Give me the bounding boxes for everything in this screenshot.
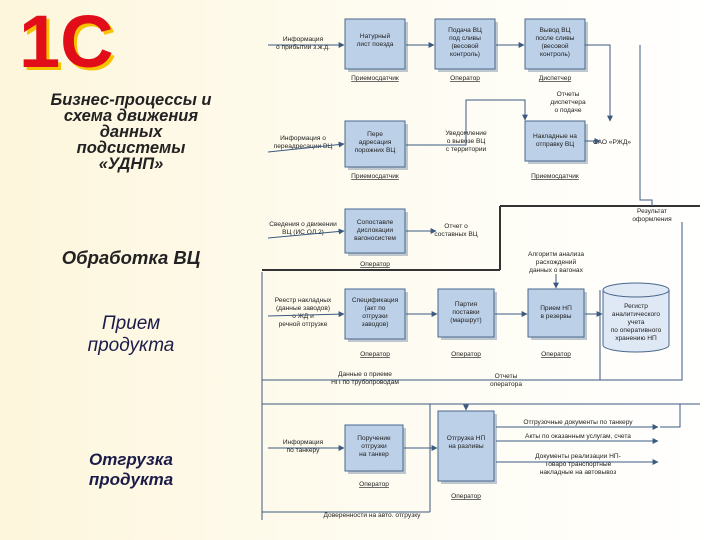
section-line: продукта bbox=[87, 335, 175, 356]
svg-text:САО «РЖД»: САО «РЖД» bbox=[593, 139, 631, 146]
svg-text:Оператор: Оператор bbox=[541, 351, 571, 358]
svg-text:Реестр накладных(данные заводо: Реестр накладных(данные заводов)о ЖД ире… bbox=[275, 297, 332, 328]
section-line: продукта bbox=[88, 470, 174, 489]
logo-text: 1С bbox=[22, 8, 114, 78]
svg-text:Оператор: Оператор bbox=[451, 351, 481, 358]
section-label-receipt: Прием продукта bbox=[0, 313, 262, 357]
svg-text:Оператор: Оператор bbox=[359, 481, 389, 488]
svg-text:Диспетчер: Диспетчер bbox=[539, 75, 572, 82]
title-line: подсистемы bbox=[76, 139, 186, 157]
logo-mark: 1С 1С bbox=[22, 8, 117, 78]
section-label-shipment: Отгрузка продукта bbox=[0, 450, 262, 490]
title-line: Бизнес-процессы и bbox=[50, 91, 212, 109]
svg-text:Оператор: Оператор bbox=[360, 351, 390, 358]
svg-text:Доверенности на авто. отгрузку: Доверенности на авто. отгрузку bbox=[324, 512, 422, 519]
title-line: схема движения bbox=[63, 107, 199, 125]
flow-arrows bbox=[404, 42, 683, 512]
svg-text:Приемосдатчик: Приемосдатчик bbox=[351, 75, 399, 82]
1c-logo: 1С 1С bbox=[22, 8, 117, 78]
svg-text:Оператор: Оператор bbox=[451, 493, 481, 500]
svg-text:Отгрузочные документы по танке: Отгрузочные документы по танкеру bbox=[523, 419, 633, 426]
title-line: данных bbox=[99, 123, 163, 141]
svg-text:Оператор: Оператор bbox=[450, 75, 480, 82]
svg-text:Прием НПв резервы: Прием НПв резервы bbox=[540, 305, 572, 320]
svg-text:Оператор: Оператор bbox=[360, 261, 390, 268]
logo-text-shadow: 1С bbox=[22, 8, 117, 78]
output-label: Документы реализации НП-Товаро транспорт… bbox=[496, 453, 659, 476]
svg-text:Акты по оказанным услугам, сче: Акты по оказанным услугам, счета bbox=[525, 433, 631, 440]
svg-text:Документы реализации НП-Товаро: Документы реализации НП-Товаро транспорт… bbox=[535, 453, 621, 476]
note-label: САО «РЖД» bbox=[593, 139, 631, 146]
title-line: «УДНП» bbox=[98, 155, 164, 173]
output-label: Отгрузочные документы по танкеру bbox=[496, 419, 659, 430]
section-line: Отгрузка bbox=[89, 450, 173, 469]
output-label: Акты по оказанным услугам, счета bbox=[496, 433, 659, 444]
section-label-vc: Обработка ВЦ bbox=[61, 247, 201, 268]
page-title: Бизнес-процессы и схема движения данных … bbox=[0, 91, 262, 173]
svg-text:Приемосдатчик: Приемосдатчик bbox=[531, 173, 579, 180]
svg-text:Приемосдатчик: Приемосдатчик bbox=[351, 173, 399, 180]
section-line: Прием bbox=[101, 313, 161, 334]
input-label: Доверенности на авто. отгрузку bbox=[262, 511, 430, 519]
